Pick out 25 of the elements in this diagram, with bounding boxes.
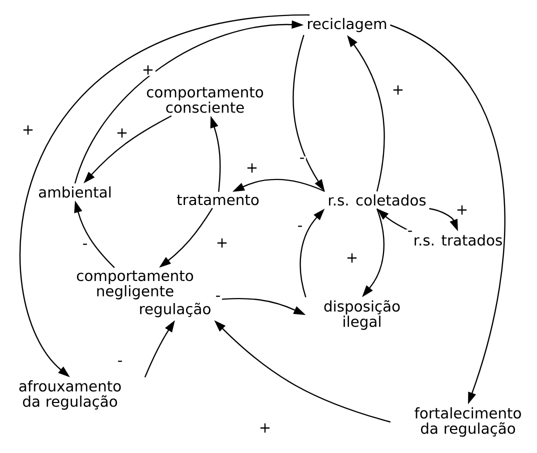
node-label: reciclagem: [308, 18, 386, 32]
edge-label: -: [214, 294, 222, 302]
edge-label: +: [140, 64, 156, 76]
edge-label: +: [390, 84, 406, 96]
node-label: tratamento: [176, 194, 259, 206]
edge-label: -: [116, 359, 124, 367]
edge-label: +: [114, 127, 130, 139]
node-label: r.s. tratados: [414, 234, 502, 246]
edge-label: -: [81, 242, 89, 250]
edge-label: +: [344, 252, 360, 264]
edge-label: -: [406, 229, 414, 237]
edge-label: +: [258, 422, 272, 434]
node-label: fortalecimento da regulação: [414, 407, 521, 437]
node-label: comportamento consciente: [146, 87, 264, 113]
node-label: regulação: [140, 302, 210, 318]
edge-label: -: [296, 224, 304, 232]
node-label: afrouxamento da regulação: [19, 380, 121, 410]
node-label: disposição ilegal: [324, 300, 400, 330]
edge-label: +: [214, 237, 230, 249]
node-label: ambiental: [39, 186, 111, 198]
edge-label: +: [244, 162, 260, 174]
edge-label: +: [20, 124, 36, 136]
edge-label: -: [298, 156, 306, 164]
node-label: r.s. coletados: [329, 194, 426, 206]
edge-label: +: [454, 204, 470, 216]
